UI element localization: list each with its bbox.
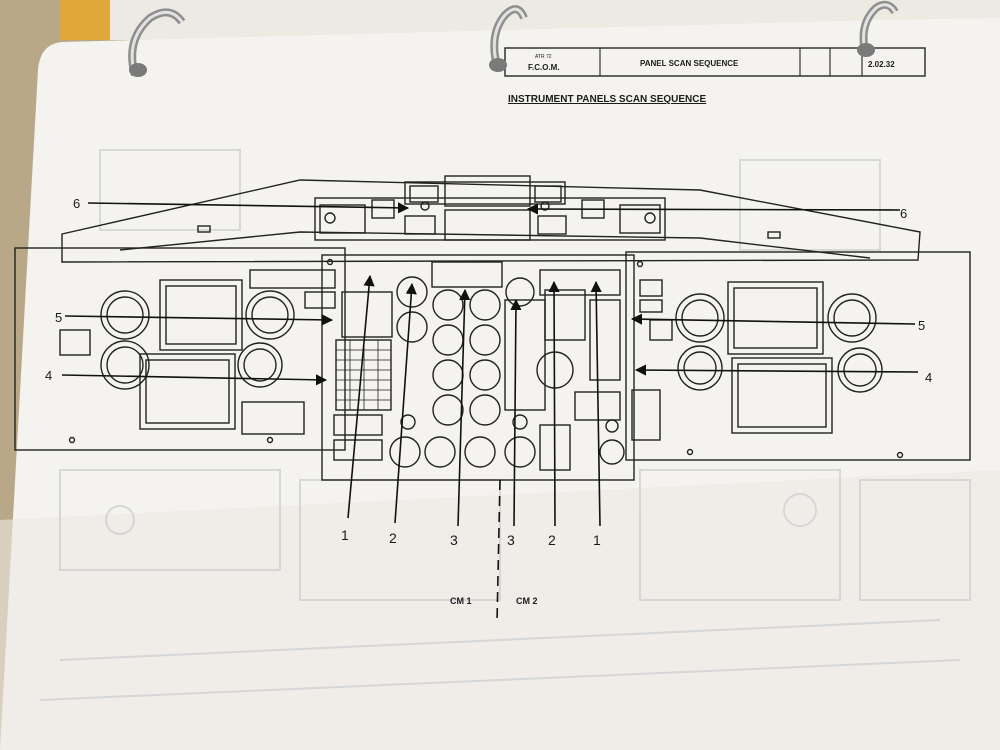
captain-pfd (159, 279, 243, 351)
arrow-1-right (590, 280, 602, 527)
captain-gauge-1 (100, 290, 150, 340)
callout-5-left: 5 (55, 310, 62, 325)
arrow-6-left (87, 202, 410, 214)
arrow-5-right (630, 313, 916, 325)
arrow-4-left (61, 374, 328, 386)
fo-gauge-1 (675, 293, 725, 343)
diagram-title: INSTRUMENT PANELS SCAN SEQUENCE (508, 94, 706, 105)
header-manual-small: ATR 72 (535, 54, 552, 60)
center-gauge-box (341, 291, 393, 338)
first-officer-panel (625, 251, 971, 461)
header-manual: F.C.O.M. (528, 63, 560, 72)
crew-divider (496, 479, 501, 623)
callout-2-left: 2 (389, 530, 397, 546)
center-panel (321, 254, 635, 481)
fo-nd (731, 357, 833, 434)
arrow-3-left (457, 288, 471, 527)
callout-5-right: 5 (918, 318, 925, 333)
callout-1-right: 1 (593, 532, 601, 548)
paper-shade (0, 470, 1000, 750)
captain-gauge-4 (237, 342, 283, 388)
fcu-display (444, 175, 531, 207)
callout-4-right: 4 (925, 370, 932, 385)
captain-panel (14, 247, 346, 451)
header-page: 2.02.32 (868, 60, 895, 69)
callout-3-left: 3 (450, 532, 458, 548)
fo-pfd (727, 281, 824, 355)
callout-4-left: 4 (45, 368, 52, 383)
crew-label-cm1: CM 1 (450, 596, 472, 606)
binder-rings (128, 0, 899, 77)
arrow-1-left (347, 274, 375, 519)
callout-numbers: 6 6 5 5 4 4 1 2 3 3 2 1 (45, 196, 932, 548)
arrow-4-right (634, 364, 919, 376)
scan-arrows (61, 202, 919, 623)
captain-gauge-3 (245, 290, 295, 340)
arrow-2-left (394, 282, 417, 524)
center-top-display (431, 261, 503, 288)
callout-6-right: 6 (900, 206, 907, 221)
arrow-2-right (548, 280, 560, 527)
orange-tab (60, 0, 110, 40)
fo-gauge-3 (827, 293, 877, 343)
arrow-6-right (526, 203, 901, 215)
fo-gauge-2 (677, 345, 723, 391)
glareshield-outline (61, 179, 921, 263)
arrow-3-right (510, 298, 522, 527)
crew-label-cm2: CM 2 (516, 596, 538, 606)
callout-6-left: 6 (73, 196, 80, 211)
fo-gauge-4 (837, 347, 883, 393)
callout-2-right: 2 (548, 532, 556, 548)
arrow-5-left (64, 314, 334, 326)
callout-1-left: 1 (341, 527, 349, 543)
header-section: PANEL SCAN SEQUENCE (640, 59, 739, 68)
captain-gauge-2 (100, 340, 150, 390)
callout-3-right: 3 (507, 532, 515, 548)
page-header: ATR 72 F.C.O.M. PANEL SCAN SEQUENCE 2.02… (504, 47, 926, 77)
captain-nd (139, 353, 236, 430)
